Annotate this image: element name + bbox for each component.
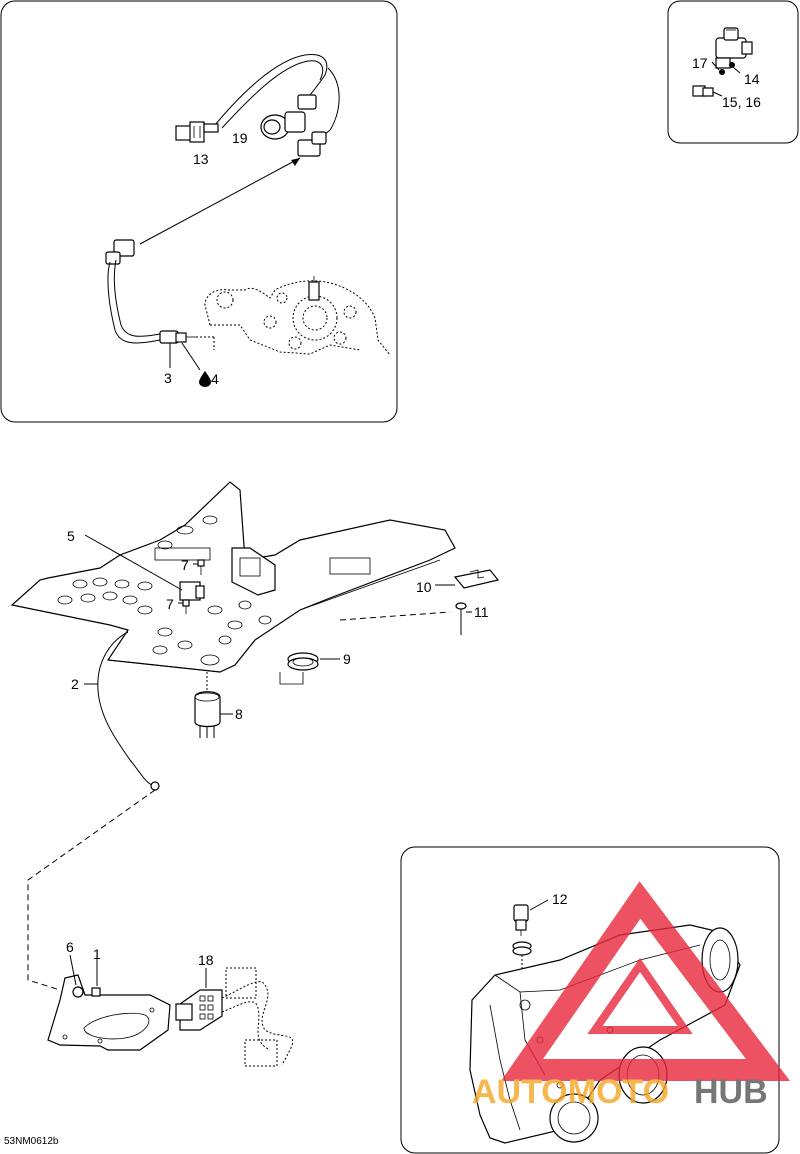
inset-box-solenoid (667, 0, 799, 144)
grommet-9 (287, 652, 319, 671)
plate-holes (57, 515, 371, 666)
sensor-connector (105, 239, 135, 265)
callout-labels: 13 19 3 4 17 14 15, 16 5 7 7 10 11 9 2 8… (4, 55, 761, 1147)
grommet-12 (512, 941, 532, 956)
ground-wire-2 (97, 631, 160, 791)
callout-15-16: 15, 16 (722, 94, 761, 110)
automotohub-watermark: AUTOMOTO HUB (472, 881, 791, 1111)
watermark-text-automoto: AUTOMOTO (472, 1073, 669, 1111)
oil-drop-icon (199, 371, 211, 387)
bracket-10 (453, 569, 500, 589)
switch-8 (194, 691, 221, 738)
connector-18 (175, 989, 223, 1031)
callout-9: 9 (343, 651, 351, 667)
round-connector (260, 94, 317, 140)
callout-10: 10 (416, 579, 432, 595)
watermark-text-hub: HUB (694, 1073, 768, 1111)
callout-6: 6 (66, 939, 74, 955)
callout-14: 14 (744, 71, 760, 87)
screw-7-upper (197, 559, 205, 575)
callout-11: 11 (474, 604, 489, 620)
nut-1 (91, 987, 101, 997)
callout-2: 2 (71, 676, 79, 692)
engine-housing (204, 276, 391, 356)
callout-19: 19 (232, 130, 248, 146)
connector-13 (175, 121, 219, 143)
sensor-harness-group (105, 53, 391, 371)
inset-box-airbox (400, 846, 780, 1154)
callout-18: 18 (198, 952, 214, 968)
bracket-6 (47, 974, 171, 1051)
callout-7-lower: 7 (166, 596, 174, 612)
main-harness-dotted (221, 967, 293, 1067)
inset-box-sensor-harness (0, 0, 398, 423)
callout-7-upper: 7 (181, 557, 189, 573)
mounting-plate (10, 481, 456, 673)
harness-connector-end (297, 131, 327, 157)
callout-4: 4 (211, 371, 219, 387)
solenoid-group (692, 27, 753, 97)
rivet-11 (455, 602, 467, 635)
temperature-sensor-3 (159, 330, 196, 344)
sensor-12 (513, 904, 529, 936)
diagram-code: 53NM0612b (4, 1136, 59, 1147)
callout-17: 17 (692, 55, 708, 71)
callout-1: 1 (93, 946, 101, 962)
callout-3: 3 (164, 370, 172, 386)
callout-13: 13 (193, 151, 209, 167)
callout-12: 12 (552, 891, 568, 907)
relay-5 (179, 581, 205, 601)
callout-8: 8 (235, 706, 243, 722)
callout-5: 5 (67, 528, 75, 544)
